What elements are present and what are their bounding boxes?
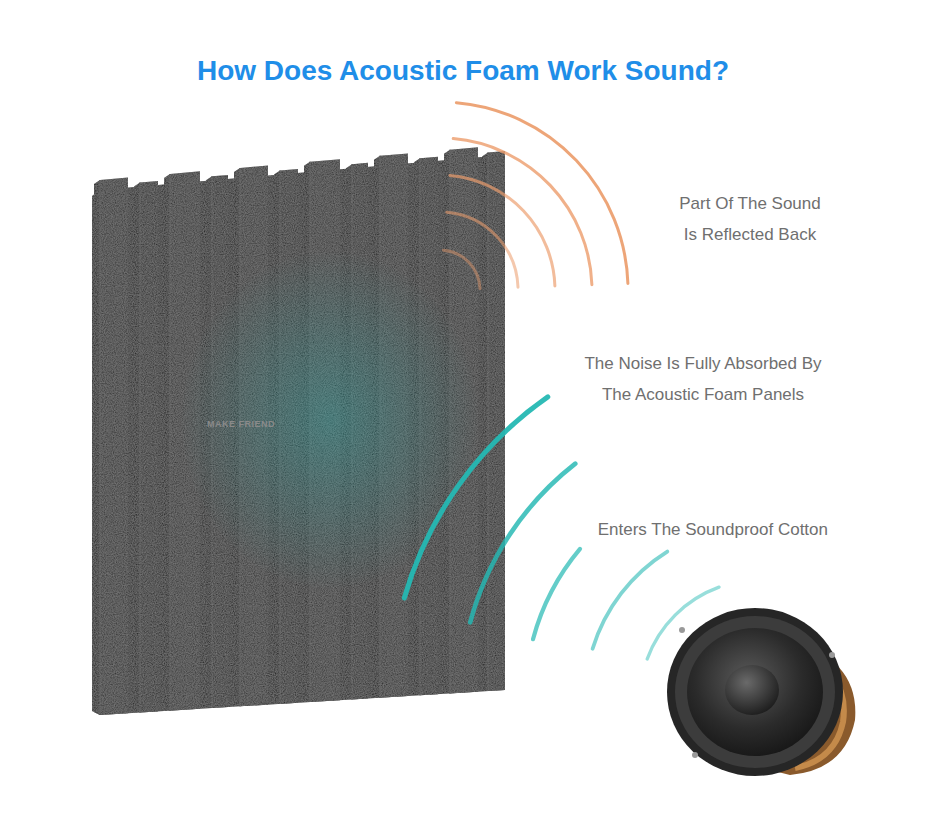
ridge-edge: [487, 152, 489, 691]
watermark: MAKE FRIEND: [207, 419, 275, 429]
foam-ridge: [140, 181, 158, 713]
callout-text: Part Of The Sound Is Reflected Back: [671, 188, 829, 250]
reflected-waves: [444, 103, 628, 289]
speaker-screw: [679, 627, 685, 633]
sound-wave: [404, 397, 548, 598]
callout-text: The Noise Is Fully Absorbed By The Acous…: [570, 348, 836, 410]
speaker-surround: [675, 616, 835, 768]
ridge-side: [164, 174, 170, 711]
speaker: [667, 608, 855, 776]
sound-wave: [470, 464, 575, 623]
speaker-basket: [667, 608, 843, 776]
reflected-wave: [444, 250, 481, 288]
reflected-wave: [453, 139, 592, 285]
title: How Does Acoustic Foam Work Sound?: [0, 55, 926, 87]
speaker-screw: [829, 652, 835, 658]
acoustic-foam-panel: [92, 147, 505, 715]
reflected-wave: [456, 103, 628, 284]
ridge-side: [134, 183, 140, 713]
reflected-wave: [447, 212, 518, 287]
speaker-screw: [692, 752, 698, 758]
reflected-wave: [450, 175, 555, 286]
sound-glow: [180, 250, 480, 590]
speaker-dust-cap: [725, 665, 779, 715]
ridge-side: [94, 180, 100, 715]
sound-wave: [533, 549, 580, 639]
ridge-edge: [99, 180, 101, 715]
ridge-edge: [139, 183, 141, 713]
ridge-side: [482, 152, 488, 691]
panel-base: [92, 155, 505, 715]
callout-text: Enters The Soundproof Cotton: [596, 514, 830, 545]
speaker-cone: [687, 628, 823, 756]
sound-wave: [593, 552, 668, 649]
ridge-edge: [169, 174, 171, 711]
foam-ridge: [100, 178, 128, 715]
